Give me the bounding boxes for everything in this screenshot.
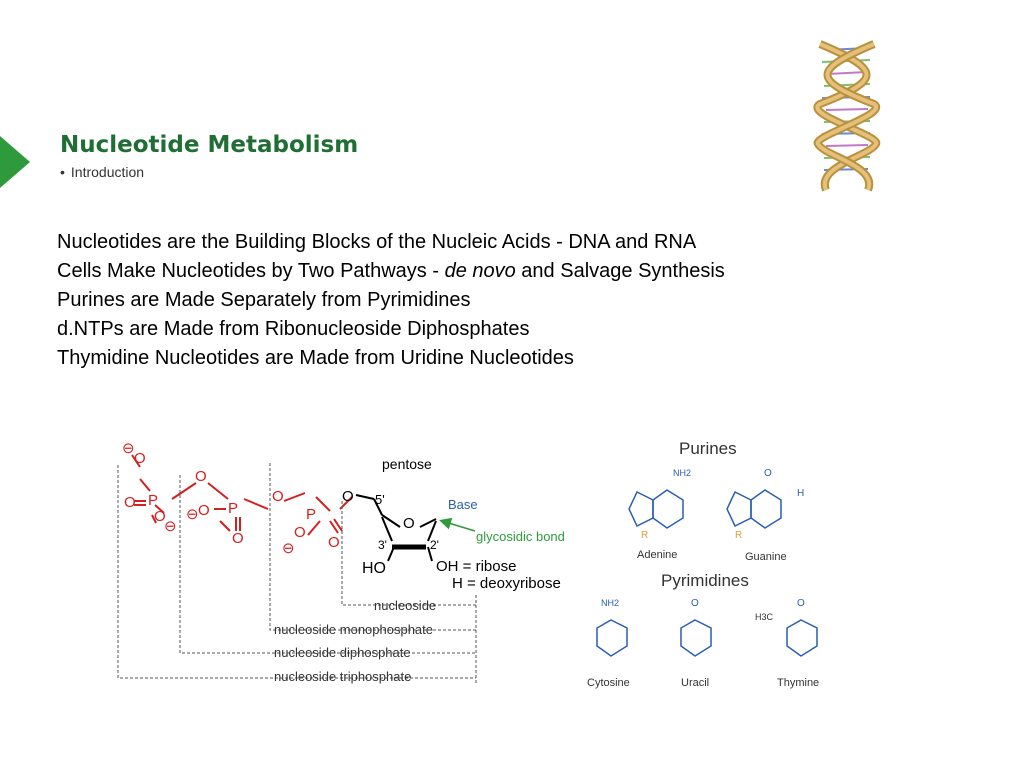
thymine-label: Thymine — [777, 677, 819, 689]
bullet-line: d.NTPs are Made from Ribonucleoside Diph… — [57, 318, 530, 340]
r-label: R — [641, 530, 648, 541]
ring-oxygen-label: O — [403, 515, 415, 532]
slide-subtitle: • Introduction — [60, 164, 144, 180]
triphosphate-label: nucleoside triphosphate — [274, 669, 411, 684]
nucleobases-diagram: Purines NH2 Adenine R O H Guanine R Pyri… — [587, 439, 819, 689]
phosphate-minus-label: ⊖ — [282, 540, 295, 557]
bullet-line: Purines are Made Separately from Pyrimid… — [57, 289, 471, 311]
dna-helix-icon — [813, 40, 881, 192]
monophosphate-label: nucleoside monophosphate — [274, 622, 433, 637]
o-label: O — [764, 468, 772, 479]
glycosidic-bond-label: glycosidic bond — [476, 529, 565, 544]
nh2-label: NH2 — [601, 598, 619, 608]
pentose-label: pentose — [382, 456, 432, 472]
phosphate-atom-label: P — [228, 500, 238, 517]
phosphate-oxygen-label: O — [272, 488, 284, 505]
phosphate-oxygen-label: O — [198, 502, 210, 519]
bullet-list: Nucleotides are the Building Blocks of t… — [57, 228, 725, 373]
phosphate-minus-label: ⊖ — [164, 518, 177, 535]
o-label: O — [691, 598, 699, 609]
phosphate-atom-label: P — [306, 506, 316, 523]
phosphate-oxygen-label: O — [232, 530, 244, 547]
c5-label: 5' — [375, 492, 385, 507]
nucleotide-structure-diagram: ⊖ O P O O ⊖ O P O ⊖ O O P O ⊖ O O 5' O p… — [117, 440, 565, 685]
cytosine-label: Cytosine — [587, 677, 630, 689]
c2-label: 2' — [430, 538, 439, 552]
phosphate-oxygen-label: O — [294, 524, 306, 541]
guanine-label: Guanine — [745, 551, 787, 563]
h-label: H — [797, 488, 804, 499]
ho-label: HO — [362, 560, 386, 577]
o-label: O — [797, 598, 805, 609]
phosphate-oxygen-label: O — [124, 494, 136, 511]
phosphate-oxygen-label: O — [195, 468, 207, 485]
uracil-label: Uracil — [681, 677, 709, 689]
phosphate-oxygen-label: O — [134, 450, 146, 467]
subtitle-text: Introduction — [70, 164, 145, 180]
phosphate-oxygen-label: O — [328, 534, 340, 551]
h3c-label: H3C — [755, 612, 774, 622]
h-deoxyribose-label: H = deoxyribose — [452, 575, 561, 592]
nucleoside-label: nucleoside — [374, 598, 436, 613]
purines-title: Purines — [679, 439, 737, 458]
adenine-label: Adenine — [637, 549, 677, 561]
pyrimidines-title: Pyrimidines — [661, 571, 749, 590]
o-label: O — [342, 488, 354, 505]
phosphate-oxygen-label: O — [154, 508, 166, 525]
bullet-line: Thymidine Nucleotides are Made from Urid… — [57, 347, 574, 369]
phosphate-minus-label: ⊖ — [186, 506, 199, 523]
slide-accent-arrow — [0, 136, 30, 188]
diphosphate-label: nucleoside diphosphate — [274, 645, 411, 660]
oh-ribose-label: OH = ribose — [436, 558, 516, 575]
bullet-line: Nucleotides are the Building Blocks of t… — [57, 231, 697, 253]
bullet-dot-icon: • — [60, 164, 65, 180]
bullet-line: Cells Make Nucleotides by Two Pathways -… — [57, 260, 725, 282]
nh2-label: NH2 — [673, 468, 691, 478]
phosphate-atom-label: P — [148, 492, 158, 509]
c3-label: 3' — [378, 538, 387, 552]
base-label: Base — [448, 497, 478, 512]
phosphate-minus-label: ⊖ — [122, 440, 135, 457]
slide-title: Nucleotide Metabolism — [60, 132, 359, 158]
r-label: R — [735, 530, 742, 541]
